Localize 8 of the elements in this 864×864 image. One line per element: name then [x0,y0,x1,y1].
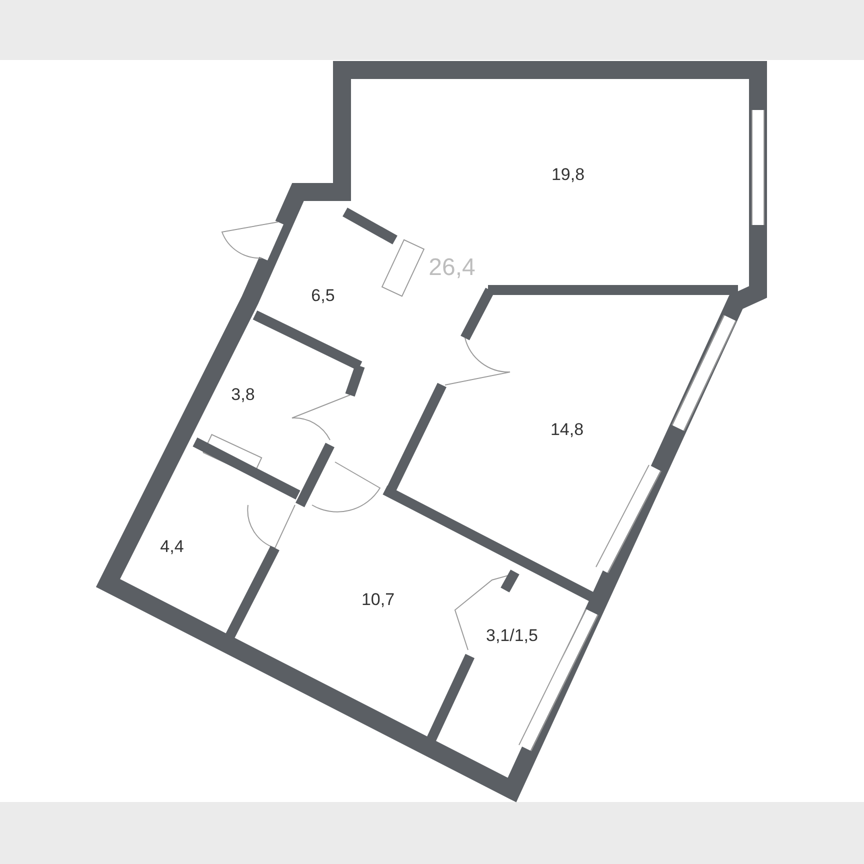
area-label: 4,4 [160,537,184,557]
area-label: 6,5 [311,286,335,306]
area-label: 10,7 [361,590,395,610]
area-label: 19,8 [551,165,585,185]
area-label: 3,1/1,5 [486,626,538,646]
area-label: 3,8 [231,385,255,405]
total-area-label: 26,4 [428,254,476,282]
area-label: 14,8 [550,420,584,440]
